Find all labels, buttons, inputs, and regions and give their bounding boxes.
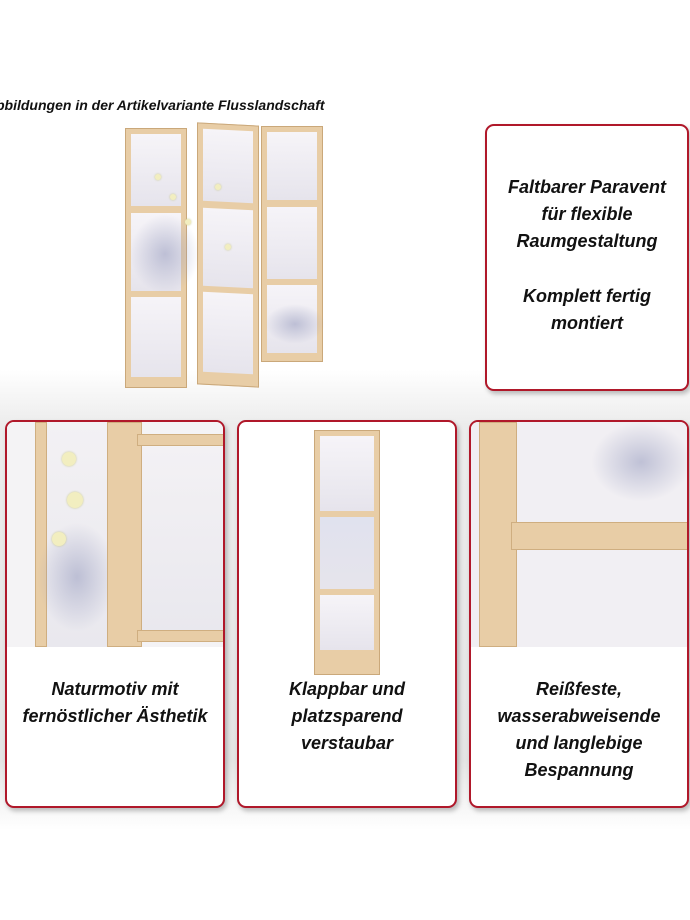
feature-line: montiert — [551, 313, 623, 333]
detail-photo-fabric — [471, 422, 687, 647]
card-line: und langlebige — [515, 733, 643, 753]
card-line: fernöstlicher Ästhetik — [22, 706, 208, 726]
card-line: Naturmotiv mit — [51, 679, 179, 699]
feature-line: Komplett fertig — [523, 286, 651, 306]
image-caption: bbildungen in der Artikelvariante Flussl… — [0, 97, 325, 113]
product-image-folding-screen — [125, 122, 330, 389]
feature-card-nature-motif: Naturmotiv mit fernöstlicher Ästhetik — [5, 420, 225, 808]
feature-box-main: Faltbarer Paravent für flexible Raumgest… — [485, 124, 689, 391]
feature-line: Faltbarer Paravent — [507, 177, 667, 197]
detail-photo-motif — [7, 422, 223, 647]
feature-line: Raumgestaltung — [516, 231, 658, 251]
card-line: Bespannung — [524, 760, 634, 780]
feature-line: für flexible — [541, 204, 633, 224]
card-line: Reißfeste, — [535, 679, 623, 699]
product-image-folded — [314, 430, 380, 675]
card-line: platzsparend — [291, 706, 403, 726]
card-line: wasserabweisende — [497, 706, 661, 726]
feature-card-foldable: Klappbar und platzsparend verstaubar — [237, 420, 457, 808]
card-line: verstaubar — [300, 733, 394, 753]
feature-card-fabric: Reißfeste, wasserabweisende und langlebi… — [469, 420, 689, 808]
card-line: Klappbar und — [289, 679, 405, 699]
